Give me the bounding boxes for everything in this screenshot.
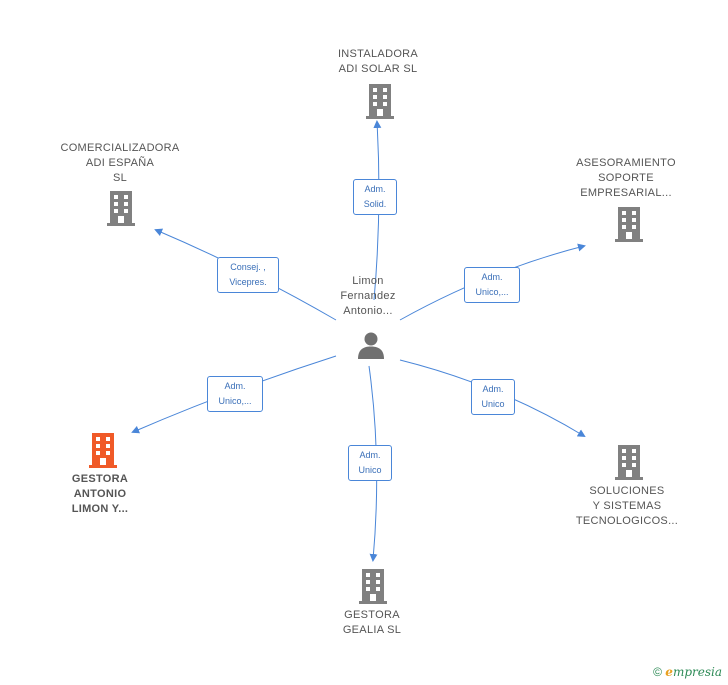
node-line: COMERCIALIZADORA	[60, 142, 180, 154]
edge-label-line: Unico,...	[475, 287, 509, 297]
node-line: TECNOLOGICOS...	[575, 515, 679, 527]
edge-label-line: Unico,...	[218, 396, 252, 406]
building-icon[interactable]	[614, 444, 644, 480]
edge-label-gestora-gealia[interactable]: Adm. Unico	[348, 445, 392, 481]
edge-label-line: Adm.	[359, 450, 381, 460]
brand-logo: empresia	[665, 665, 722, 679]
node-label-instaladora[interactable]: INSTALADORA ADI SOLAR SL	[318, 47, 438, 77]
node-line: ADI ESPAÑA	[85, 157, 155, 169]
node-label-soluciones[interactable]: SOLUCIONES Y SISTEMAS TECNOLOGICOS...	[566, 484, 688, 529]
building-icon[interactable]	[106, 190, 136, 226]
edge-label-line: Adm.	[482, 384, 504, 394]
node-line: SOLUCIONES	[589, 485, 665, 497]
edge-label-line: Vicepres.	[229, 277, 267, 287]
node-label-comercializadora[interactable]: COMERCIALIZADORA ADI ESPAÑA SL	[55, 141, 185, 186]
brand-initial: e	[665, 665, 673, 679]
edge-label-comercializadora[interactable]: Consej. , Vicepres.	[217, 257, 279, 293]
footer-brand: © empresia	[653, 665, 722, 679]
center-line: Antonio...	[343, 305, 393, 317]
copyright-icon: ©	[653, 665, 662, 679]
node-line: ADI SOLAR SL	[338, 63, 418, 75]
node-label-asesoramiento[interactable]: ASESORAMIENTO SOPORTE EMPRESARIAL...	[566, 156, 686, 201]
edge-label-line: Consej. ,	[230, 262, 266, 272]
node-line: LIMON Y...	[71, 503, 129, 515]
node-line: EMPRESARIAL...	[580, 187, 672, 199]
node-line: GESTORA	[71, 473, 129, 485]
node-label-gestora-antonio[interactable]: GESTORA ANTONIO LIMON Y...	[50, 472, 150, 517]
node-label-gestora-gealia[interactable]: GESTORA GEALIA SL	[322, 608, 422, 638]
node-line: Y SISTEMAS	[592, 500, 662, 512]
person-icon[interactable]	[356, 330, 386, 360]
brand-rest: mpresia	[672, 665, 722, 679]
edge-label-line: Adm.	[224, 381, 246, 391]
node-line: ASESORAMIENTO	[576, 157, 676, 169]
node-line: ANTONIO	[73, 488, 127, 500]
edge-label-asesoramiento[interactable]: Adm. Unico,...	[464, 267, 520, 303]
building-icon[interactable]	[365, 83, 395, 119]
edge-label-line: Unico	[481, 399, 505, 409]
building-icon[interactable]	[614, 206, 644, 242]
node-line: GESTORA	[344, 609, 400, 621]
edge-label-line: Solid.	[363, 199, 387, 209]
building-icon-highlighted[interactable]	[88, 432, 118, 468]
building-icon[interactable]	[358, 568, 388, 604]
center-line: Limon	[352, 275, 384, 287]
node-line: SOPORTE	[598, 172, 654, 184]
edge-label-line: Adm.	[364, 184, 386, 194]
edge-label-instaladora[interactable]: Adm. Solid.	[353, 179, 397, 215]
edge-label-soluciones[interactable]: Adm. Unico	[471, 379, 515, 415]
center-line: Fernandez	[340, 290, 396, 302]
center-person-label[interactable]: Limon Fernandez Antonio...	[318, 274, 418, 319]
edge-label-line: Unico	[358, 465, 382, 475]
edge-label-line: Adm.	[481, 272, 503, 282]
node-line: SL	[112, 172, 128, 184]
node-line: GEALIA SL	[342, 624, 402, 636]
node-line: INSTALADORA	[337, 48, 419, 60]
edge-label-gestora-antonio[interactable]: Adm. Unico,...	[207, 376, 263, 412]
